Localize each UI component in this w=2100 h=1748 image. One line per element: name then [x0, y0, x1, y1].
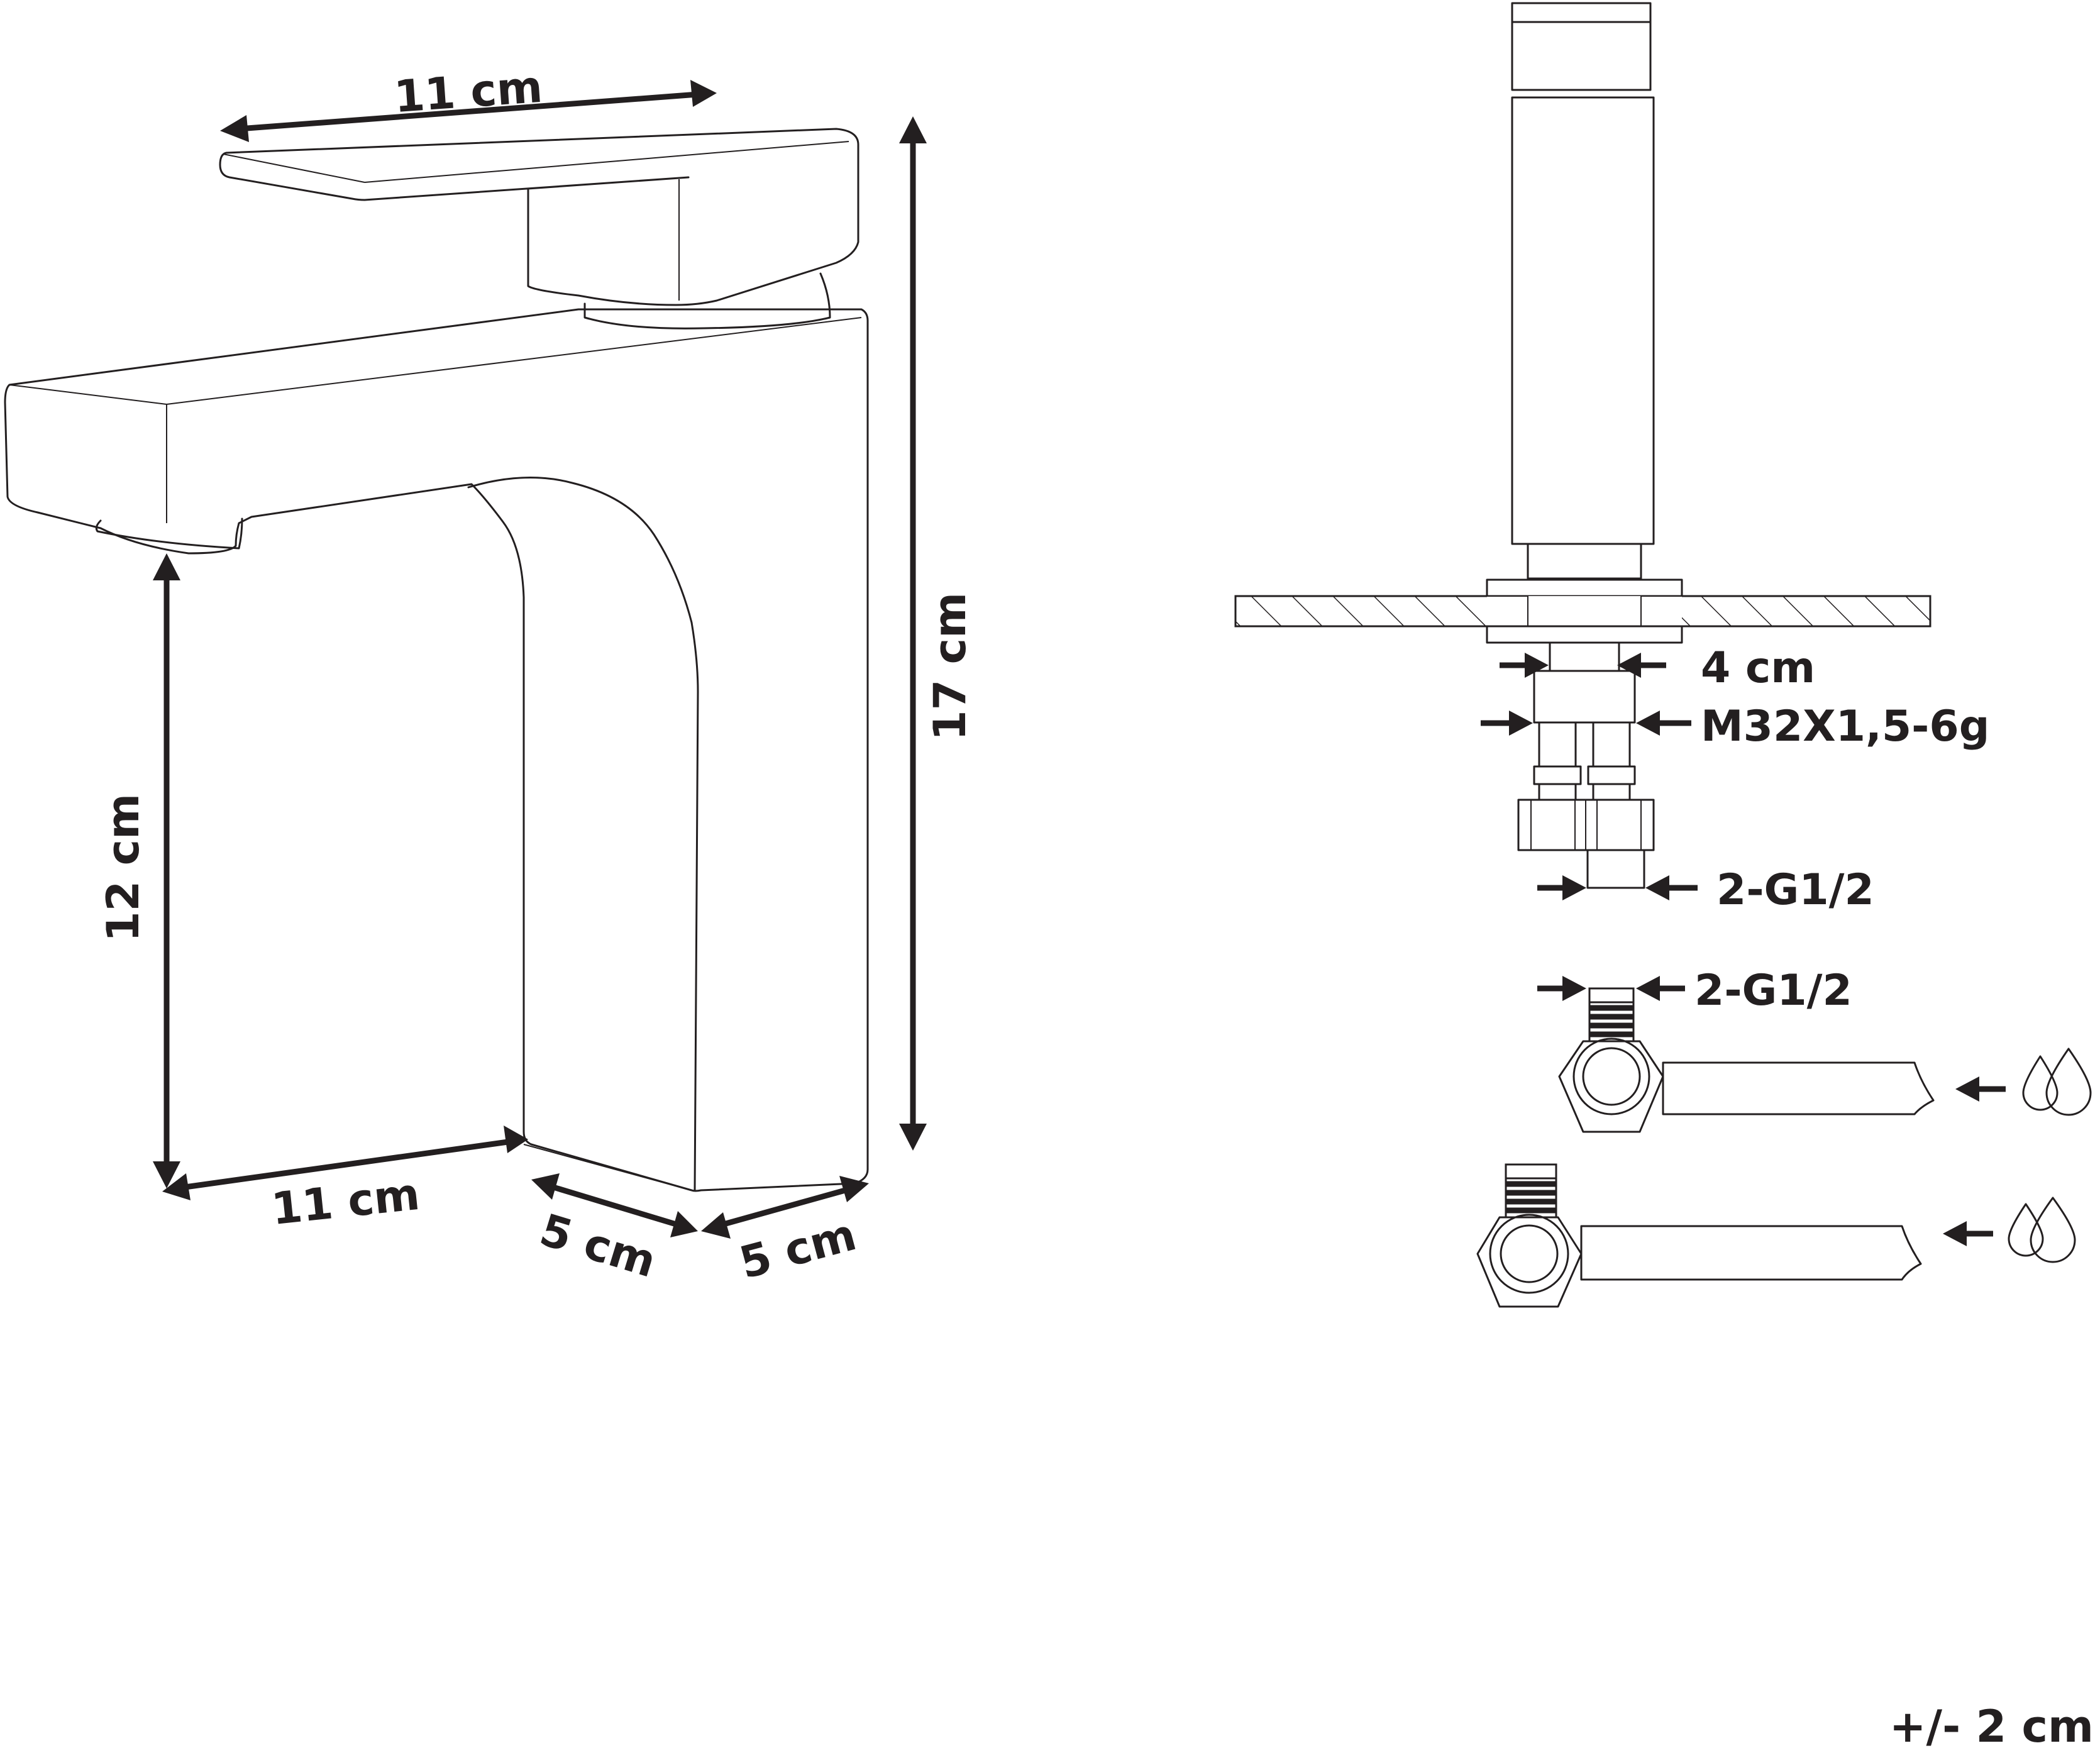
water-drops-icon [2008, 1197, 2076, 1263]
mount-diameter-label: 4 cm [1701, 643, 1815, 693]
installation-drawing: 4 cm M32X1,5-6g 2-G1/2 2-G1/2 [1234, 2, 2092, 1308]
lever-length-label: 11 cm [392, 61, 544, 123]
base-length-label: 11 cm [269, 1168, 422, 1235]
faucet-side-body [1511, 96, 1655, 545]
faucet-drawing [4, 128, 869, 1192]
total-height-label: 17 cm [924, 592, 976, 741]
lever-handle [219, 128, 859, 306]
base-depth-right-label: 5 cm [734, 1209, 861, 1289]
tolerance-note: +/- 2 cm [1889, 1701, 2094, 1748]
angle-valve-upper [1558, 987, 1935, 1133]
water-drops-icon [2022, 1048, 2092, 1116]
thread-spec-label: M32X1,5-6g [1701, 702, 1989, 751]
spout-height-label: 12 cm [97, 794, 149, 942]
faucet-dimensions: 11 cm 17 cm 12 cm 11 cm 5 cm 5 cm [97, 61, 976, 1289]
angle-valve-lower [1476, 1163, 1922, 1308]
valve-connection-label: 2-G1/2 [1694, 966, 1852, 1015]
base-depth-left-dimension [546, 1182, 683, 1229]
cartridge-collar [583, 272, 831, 329]
mounting-shank [1549, 641, 1620, 672]
base-depth-right-dimension [716, 1185, 853, 1229]
aerator [95, 517, 243, 550]
cold-supply-indicator [1943, 1197, 2076, 1263]
hot-supply-indicator [1955, 1048, 2092, 1116]
hose-connection-label: 2-G1/2 [1716, 865, 1874, 915]
lever-length-dimension [238, 91, 699, 132]
faucet-body [4, 308, 869, 1192]
lever-cap [1511, 2, 1652, 23]
threaded-stud [1533, 670, 1636, 724]
base-length-dimension [175, 1138, 513, 1192]
